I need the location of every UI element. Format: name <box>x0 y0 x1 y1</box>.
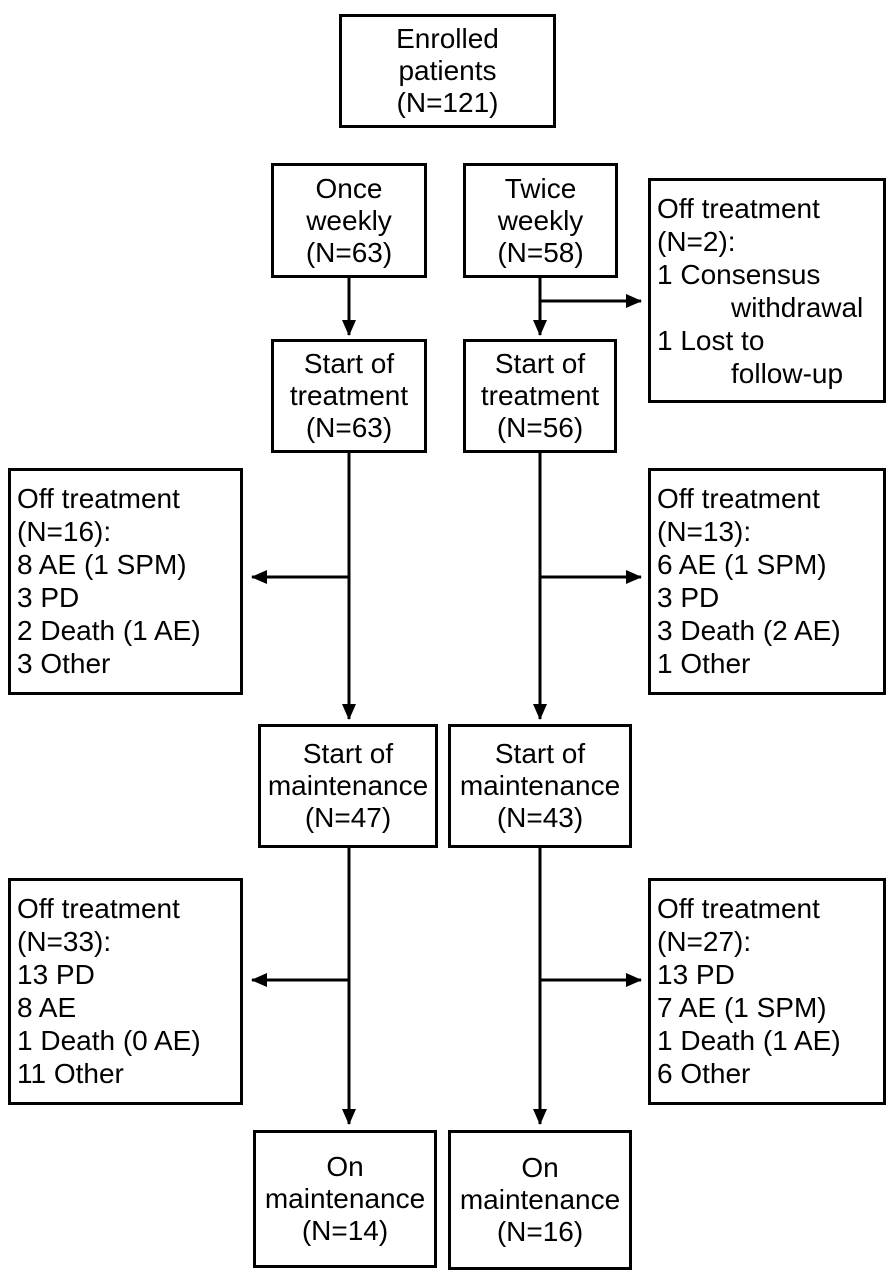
box-text-line: 7 AE (1 SPM) <box>657 992 827 1023</box>
flow-box-on-maintenance-twice: On maintenance (N=16) <box>448 1130 632 1270</box>
box-text-line: 11 Other <box>17 1058 124 1089</box>
flow-box-on-maintenance-once: On maintenance (N=14) <box>253 1130 437 1268</box>
flow-box-enrolled-patients: Enrolled patients (N=121) <box>339 14 556 128</box>
box-text-line: Start of <box>302 738 394 769</box>
box-text-line: patients <box>398 55 497 86</box>
box-text-line: Start of <box>303 348 395 379</box>
box-text-line: (N=58) <box>497 236 584 268</box>
flow-box-start-of-maintenance-once: Start of maintenance (N=47) <box>258 724 438 848</box>
flow-box-off-treatment-n13: Off treatment (N=13): 6 AE (1 SPM) 3 PD … <box>648 468 886 695</box>
box-text-line: maintenance <box>459 1184 621 1215</box>
box-text-line: weekly <box>497 204 584 236</box>
box-text-line: treatment <box>289 380 409 411</box>
box-text-line: Off treatment <box>17 893 180 924</box>
box-text-line: weekly <box>306 204 392 236</box>
box-text-line: maintenance <box>459 770 621 801</box>
box-text-line: 3 PD <box>17 582 80 613</box>
box-text-line: 3 Other <box>17 648 111 679</box>
flow-box-off-treatment-n27: Off treatment (N=27): 13 PD 7 AE (1 SPM)… <box>648 878 886 1105</box>
box-text-line: Start of <box>494 738 586 769</box>
box-text-line: follow-up <box>731 358 844 389</box>
box-text-line: 1 Other <box>657 648 751 679</box>
flow-box-twice-weekly: Twice weekly (N=58) <box>463 163 618 278</box>
flow-box-start-of-treatment-twice: Start of treatment (N=56) <box>463 339 617 453</box>
box-text-line: (N=56) <box>496 412 584 443</box>
box-text-line: (N=63) <box>305 412 393 443</box>
box-text-line: treatment <box>480 380 600 411</box>
box-text-line: 3 Death (2 AE) <box>657 615 841 646</box>
box-text-line: maintenance <box>267 770 429 801</box>
box-text-line: Off treatment <box>657 483 820 514</box>
box-text-line: 8 AE <box>17 992 77 1023</box>
box-text-line: 8 AE (1 SPM) <box>17 549 187 580</box>
box-text-line: 1 Lost to <box>657 325 765 356</box>
box-text-line: 13 PD <box>17 959 95 990</box>
flow-box-off-treatment-n33: Off treatment (N=33): 13 PD 8 AE 1 Death… <box>8 878 243 1105</box>
box-text-line: (N=2): <box>657 226 736 257</box>
box-text-line: (N=63) <box>305 236 393 268</box>
box-text-line: 6 AE (1 SPM) <box>657 549 827 580</box>
box-text-line: (N=121) <box>396 87 499 118</box>
flow-box-off-treatment-n2: Off treatment (N=2): 1 Consensus withdra… <box>648 178 886 403</box>
box-text-line: 1 Consensus <box>657 259 821 290</box>
box-text-line: (N=14) <box>301 1215 389 1246</box>
box-text-line: 1 Death (1 AE) <box>657 1025 841 1056</box>
box-text-line: maintenance <box>264 1183 426 1214</box>
box-text-line: 2 Death (1 AE) <box>17 615 201 646</box>
box-text-line: (N=27): <box>657 926 752 957</box>
box-text-line: Off treatment <box>657 893 820 924</box>
box-text-line: (N=13): <box>657 516 752 547</box>
box-text-line: Once <box>315 172 383 204</box>
box-text-line: Start of <box>494 348 586 379</box>
box-text-line: Twice <box>504 172 577 204</box>
box-text-line: 3 PD <box>657 582 720 613</box>
box-text-line: 13 PD <box>657 959 735 990</box>
flow-box-start-of-maintenance-twice: Start of maintenance (N=43) <box>448 724 632 848</box>
box-text-line: 6 Other <box>657 1058 751 1089</box>
box-text-line: On <box>326 1151 364 1182</box>
box-text-line: On <box>521 1152 559 1183</box>
box-text-line: (N=43) <box>496 802 584 833</box>
box-text-line: Off treatment <box>657 193 820 224</box>
flow-box-once-weekly: Once weekly (N=63) <box>271 163 427 278</box>
box-text-line: Off treatment <box>17 483 180 514</box>
box-text-line: 1 Death (0 AE) <box>17 1025 201 1056</box>
box-text-line: (N=47) <box>304 802 392 833</box>
box-text-line: (N=16): <box>17 516 112 547</box>
flow-box-off-treatment-n16: Off treatment (N=16): 8 AE (1 SPM) 3 PD … <box>8 468 243 695</box>
box-text-line: (N=16) <box>496 1216 584 1247</box>
box-text-line: withdrawal <box>731 292 864 323</box>
flow-box-start-of-treatment-once: Start of treatment (N=63) <box>271 339 427 453</box>
box-text-line: (N=33): <box>17 926 112 957</box>
box-text-line: Enrolled <box>396 23 499 54</box>
